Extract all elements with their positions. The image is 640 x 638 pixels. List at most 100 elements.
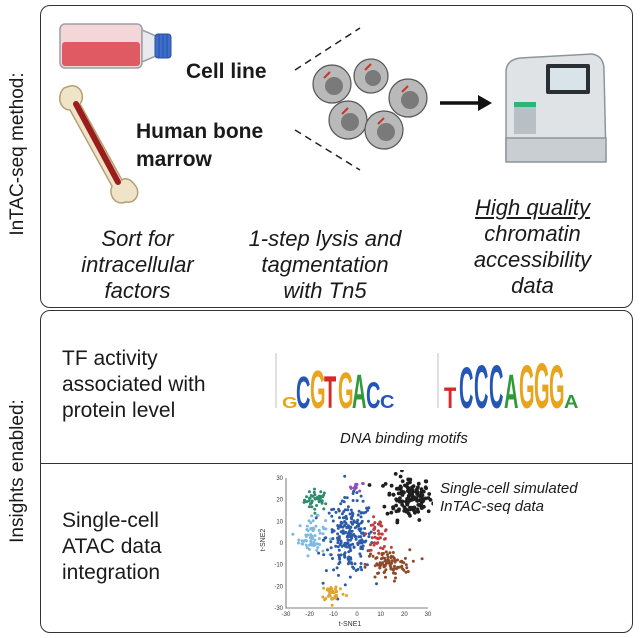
tsne-point-cluster-2	[426, 496, 431, 500]
tsne-point-cluster-2	[419, 499, 424, 504]
tsne-point-cluster-3	[307, 519, 311, 523]
tsne-point-cluster-2	[394, 509, 399, 514]
tsne-point-cluster-4	[356, 518, 360, 522]
tsne-point-cluster-2	[408, 488, 413, 493]
tsne-point-cluster-5	[377, 551, 381, 555]
tsne-point-cluster-0	[307, 499, 311, 503]
tsne-point-cluster-0	[318, 496, 322, 500]
tsne-point-cluster-4	[367, 519, 370, 523]
tsne-point-cluster-2	[416, 493, 421, 498]
tsne-point-cluster-6	[404, 563, 408, 567]
tsne-point-cluster-2	[395, 520, 400, 525]
tsne-point-cluster-6	[395, 567, 398, 571]
tsne-point-cluster-4	[337, 538, 341, 542]
tsne-point-cluster-2	[395, 486, 400, 491]
tsne-point-cluster-7	[328, 594, 332, 598]
tsne-point-cluster-5	[380, 532, 384, 536]
tsne-point-cluster-0	[321, 495, 325, 499]
tsne-point-cluster-2	[387, 491, 392, 496]
tsne-point-cluster-6	[392, 567, 396, 571]
tsne-point-cluster-4	[356, 513, 360, 517]
tsne-point-cluster-4	[337, 548, 341, 552]
tsne-point-cluster-4	[346, 525, 350, 529]
tsne-point-cluster-3	[318, 531, 322, 535]
bone-marrow-label-line1: Human bone	[136, 120, 264, 143]
tsne-point-cluster-6	[384, 568, 388, 572]
tf-line3: protein level	[62, 399, 176, 422]
tsne-point-cluster-3	[322, 527, 326, 531]
sc-line3: integration	[62, 561, 161, 584]
tsne-point-cluster-4	[339, 553, 343, 557]
tsne-point-cluster-4	[343, 551, 347, 555]
step2-line3: with Tn5	[283, 278, 367, 303]
tsne-point-cluster-4	[355, 521, 359, 525]
tsne-point-cluster-4	[337, 535, 341, 538]
tsne-point-cluster-4	[361, 499, 365, 503]
tsne-point-cluster-6	[384, 559, 388, 563]
tsne-point-cluster-2	[426, 509, 431, 514]
bone-marrow-label-line2: marrow	[136, 148, 212, 171]
tsne-point-cluster-4	[337, 573, 340, 577]
tsne-point-cluster-5	[383, 537, 386, 541]
tsne-point-cluster-4	[359, 515, 363, 519]
tsne-point-cluster-6	[405, 566, 409, 570]
tsne-point-cluster-6	[403, 556, 407, 560]
tsne-point-cluster-4	[339, 502, 343, 506]
tsne-point-cluster-4	[345, 545, 349, 549]
tsne-point-cluster-4	[375, 582, 378, 586]
tsne-point-cluster-6	[386, 555, 390, 559]
motif1-letter: G	[310, 360, 326, 420]
tsne-point-cluster-6	[363, 565, 367, 569]
tsne-point-cluster-4	[359, 511, 363, 515]
tsne-point-cluster-4	[352, 519, 356, 523]
tsne-point-cluster-0	[303, 498, 306, 502]
tsne-point-cluster-4	[332, 507, 336, 511]
tsne-point-cluster-4	[346, 534, 350, 538]
motif2-letter: C	[474, 353, 488, 422]
tsne-point-cluster-6	[389, 561, 392, 565]
tsne-point-cluster-2	[415, 507, 420, 512]
tsne-xlabel: t-SNE1	[339, 621, 362, 628]
tsne-point-cluster-3	[291, 532, 295, 536]
tsne-point-cluster-0	[309, 494, 313, 497]
tsne-point-cluster-6	[408, 548, 412, 552]
tsne-point-cluster-5	[371, 523, 375, 527]
tsne-point-cluster-0	[310, 505, 314, 509]
tsne-point-cluster-4	[336, 545, 340, 549]
tsne-point-cluster-5	[373, 564, 377, 568]
tsne-point-cluster-4	[360, 531, 364, 535]
tsne-point-cluster-4	[346, 505, 350, 509]
tsne-point-cluster-4	[357, 535, 361, 539]
tsne-point-cluster-0	[307, 505, 311, 509]
step3-text: High quality chromatin accessibility dat…	[440, 195, 625, 299]
tsne-point-cluster-5	[379, 546, 383, 550]
tsne-point-cluster-6	[402, 561, 406, 565]
tsne-point-cluster-0	[302, 500, 306, 504]
tsne-point-cluster-4	[339, 520, 343, 524]
motif1-letter: C	[366, 376, 380, 417]
tsne-point-cluster-4	[352, 545, 356, 549]
tsne-point-cluster-2	[398, 496, 402, 501]
cell-culture-flask-icon	[59, 23, 172, 69]
cell-line-label: Cell line	[186, 60, 267, 83]
tsne-point-cluster-4	[357, 523, 360, 527]
tsne-point-cluster-4	[363, 540, 367, 544]
tsne-point-cluster-4	[344, 530, 348, 534]
tsne-point-cluster-4	[323, 536, 327, 540]
tsne-point-cluster-2	[412, 505, 417, 510]
tsne-point-cluster-7	[328, 592, 332, 596]
tsne-point-cluster-4	[329, 540, 333, 544]
tsne-point-cluster-5	[379, 521, 383, 524]
tsne-point-cluster-7	[321, 595, 325, 599]
tf-activity-text: TF activity associated with protein leve…	[62, 346, 206, 424]
tsne-point-cluster-5	[372, 515, 376, 519]
tsne-point-cluster-4	[341, 525, 345, 529]
tsne-y-tick-label: -10	[274, 563, 283, 569]
tsne-point-cluster-7	[324, 597, 328, 600]
motif1-letter: C	[380, 392, 394, 413]
tsne-point-cluster-4	[354, 569, 358, 572]
tsne-points	[291, 470, 433, 607]
